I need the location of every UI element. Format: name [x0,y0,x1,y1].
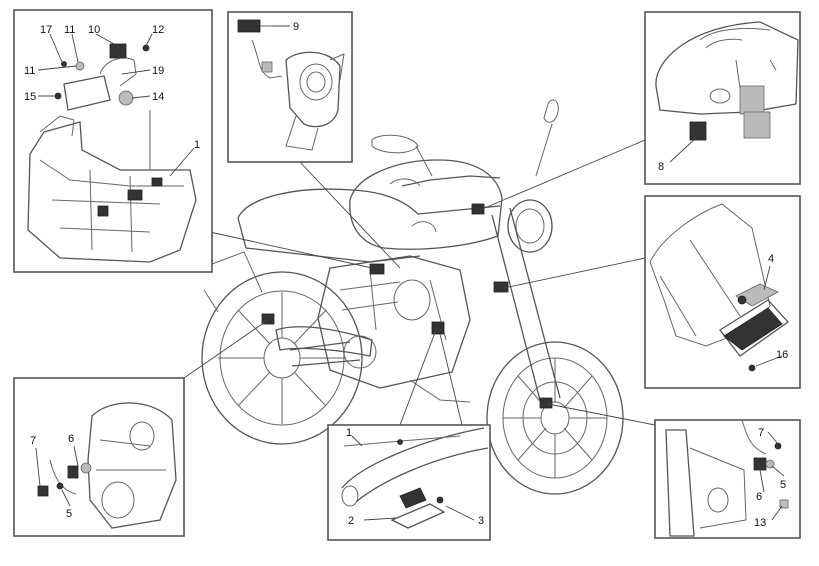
callout-1: 1 [346,427,352,439]
callout-4: 4 [768,253,774,265]
callout-12: 12 [152,24,164,36]
front-wheel-sensor-detail: 7 5 6 13 [654,419,801,539]
callout-10: 10 [88,24,100,36]
callout-6: 6 [756,491,762,503]
callout-15: 15 [24,91,36,103]
callout-6: 6 [68,433,74,445]
lambda-sensor-detail: 1 2 3 [327,424,491,541]
headlight-detail: 8 [644,11,801,185]
ignition-detail: 9 [227,11,353,163]
callout-7: 7 [758,427,764,439]
callout-13: 13 [754,517,766,529]
callout-11: 11 [24,65,35,77]
callout-5: 5 [780,479,786,491]
callout-8: 8 [658,161,664,173]
ecu-bracket-detail: 17 11 10 12 11 15 19 14 1 [13,9,213,273]
callout-7: 7 [30,435,36,447]
callout-14: 14 [152,91,164,103]
rear-wheel-sensor-detail: 7 6 5 [13,377,185,537]
callout-16: 16 [776,349,788,361]
callout-1: 1 [194,139,200,151]
motorcycle-illustration [201,99,624,495]
callout-2: 2 [348,515,354,527]
callout-5: 5 [66,508,72,520]
callout-11: 11 [64,24,75,36]
callout-19: 19 [152,65,164,77]
callout-17: 17 [40,24,52,36]
callout-9: 9 [293,21,299,33]
leader-lines [183,139,656,426]
regulator-detail: 4 16 [644,195,801,389]
callout-3: 3 [478,515,484,527]
